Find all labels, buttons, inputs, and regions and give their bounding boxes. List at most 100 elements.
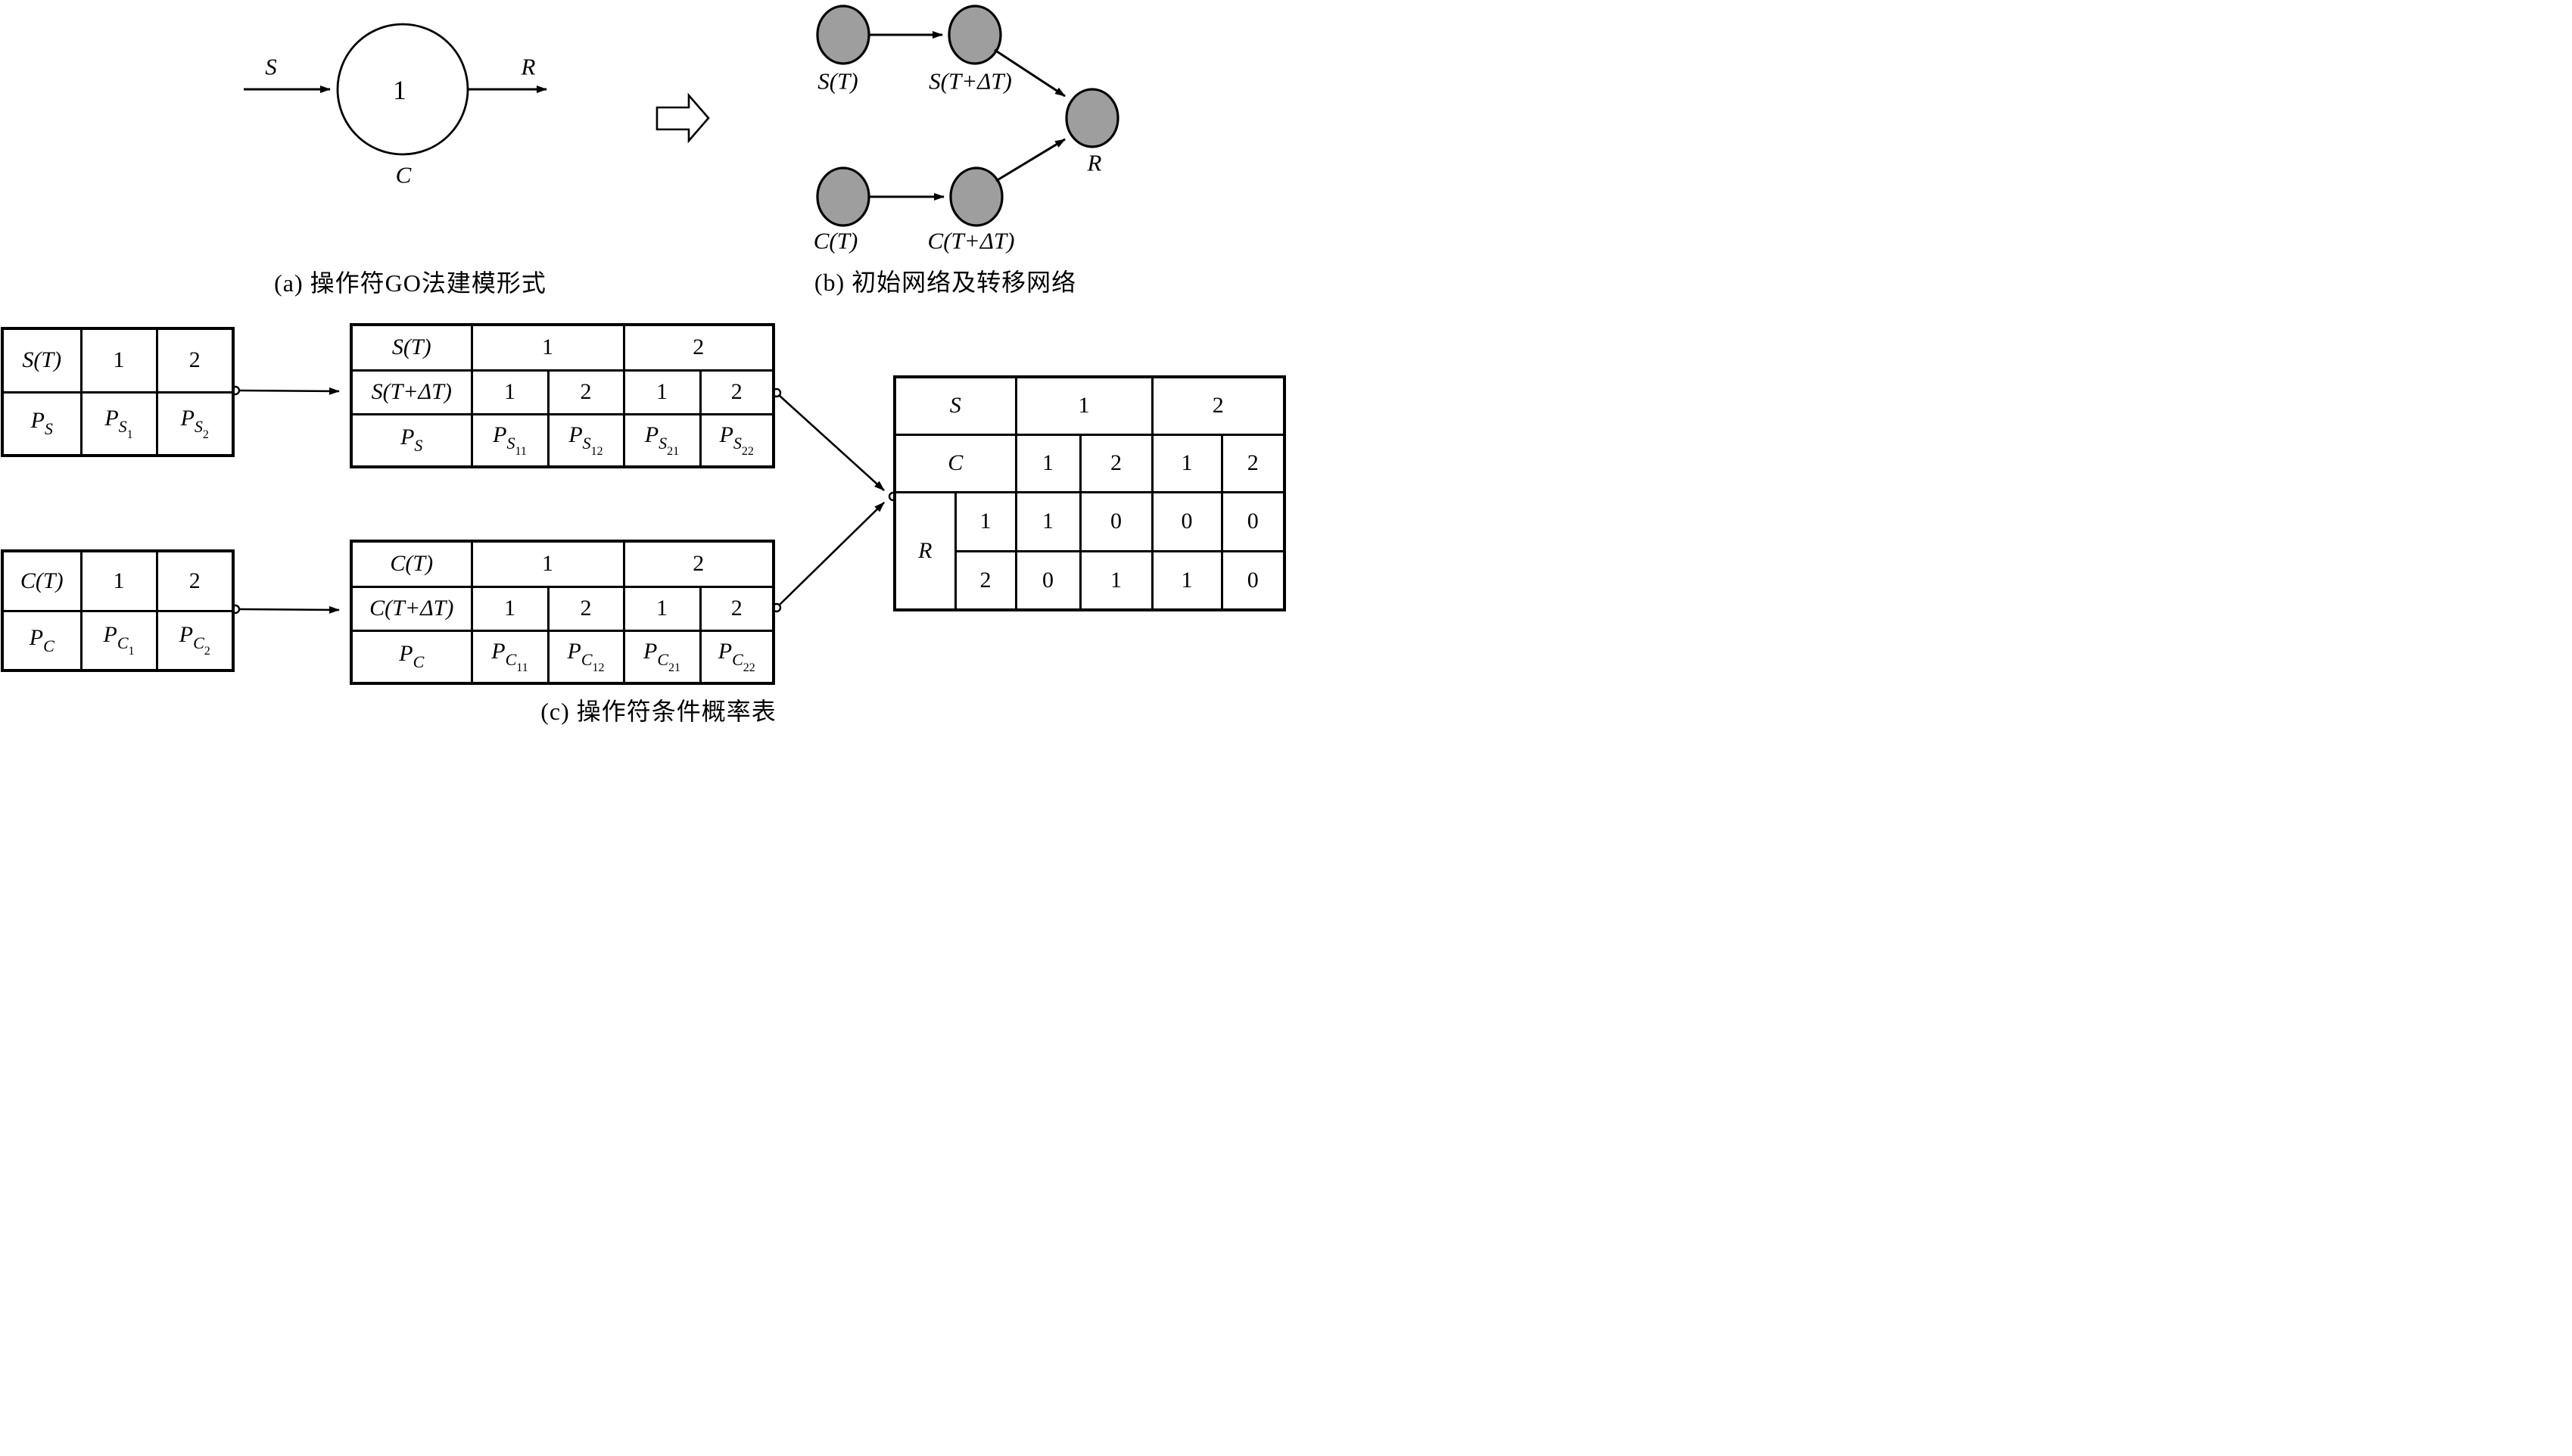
panel-a-input-label: S: [265, 53, 277, 80]
cell-c-prior-p2: PC2: [155, 609, 235, 672]
cell-c-trans-state-1: 1: [470, 540, 625, 588]
cell-s-prior-state-1: 1: [79, 327, 158, 394]
cell-c-trans-var: C(T): [350, 540, 473, 588]
table-row: S(T+ΔT) 1 2 1 2: [350, 369, 775, 415]
table-row: PC PC1 PC2: [1, 609, 235, 672]
node-c-t: [816, 166, 870, 227]
link-c-prior-to-transition: [238, 605, 340, 614]
cell-r-row2-state: 2: [954, 549, 1017, 611]
table-row: R 1 1 0 0 0: [893, 490, 1286, 611]
table-row: S(T) 1 2: [350, 323, 775, 372]
cell-r-row1-state: 1: [954, 490, 1017, 552]
cell-c-trans-p11: PC11: [470, 629, 550, 685]
table-row: PC PC11 PC12 PC21 PC22: [350, 629, 775, 685]
node-label-c-t-dt: C(T+ΔT): [927, 227, 1015, 254]
cell-s-trans-state-2: 2: [622, 323, 775, 372]
node-label-s-t: S(T): [817, 67, 858, 95]
cell-c-prior-state-2: 2: [155, 549, 235, 612]
cell-r-row1-v3: 0: [1151, 490, 1223, 552]
cell-c-trans-next-1: 1: [470, 585, 550, 632]
table-row: PS PS11 PS12 PS21 PS22: [350, 412, 775, 468]
cell-c-trans-p: PC: [350, 629, 473, 685]
cell-r-row1-v2: 0: [1079, 490, 1154, 552]
cell-c-trans-next-3: 1: [622, 585, 702, 632]
table-row: C(T) 1 2: [350, 540, 775, 588]
node-s-t: [816, 5, 870, 65]
diagram-shapes: [230, 5, 1119, 614]
edge-s-to-r: [994, 48, 1066, 98]
panel-a-control-label: C: [395, 161, 412, 188]
panel-a-caption: (a) 操作符GO法建模形式: [274, 269, 546, 297]
cell-c-trans-p21: PC21: [622, 629, 702, 685]
cell-s-trans-p22: PS22: [699, 412, 775, 468]
table-row: S 1 2: [893, 375, 1286, 436]
cell-s-trans-var: S(T): [350, 323, 473, 372]
node-c-t-dt: [949, 166, 1004, 227]
cell-c-trans-next-var: C(T+ΔT): [350, 585, 473, 632]
node-r: [1065, 88, 1119, 148]
cell-r-c-state-4: 2: [1220, 433, 1286, 493]
panel-a-operator-id: 1: [393, 75, 406, 105]
cell-s-prior-p2: PS2: [155, 390, 235, 457]
cell-s-trans-next-2: 2: [546, 369, 625, 415]
cell-r-label: R: [893, 490, 957, 611]
link-c-transition-to-r: [779, 502, 885, 605]
cell-s-trans-next-4: 2: [699, 369, 775, 415]
cell-c-prior-p1: PC1: [79, 609, 158, 672]
cell-s-trans-next-var: S(T+ΔT): [350, 369, 473, 415]
cell-c-trans-next-4: 2: [699, 585, 775, 632]
node-s-t-dt: [948, 5, 1002, 65]
cell-s-trans-next-1: 1: [470, 369, 550, 415]
cell-s-prior-state-2: 2: [155, 327, 235, 394]
cell-r-row2-v2: 1: [1079, 549, 1154, 611]
cell-c-trans-p12: PC12: [546, 629, 625, 685]
cell-r-row1-v1: 1: [1014, 490, 1082, 552]
node-label-r: R: [1087, 149, 1102, 176]
figure-canvas: S R 1 C (a) 操作符GO法建模形式 S(T) S(T+ΔT) C(T)…: [0, 0, 1286, 728]
cell-r-s-state-2: 2: [1151, 375, 1286, 436]
panel-c-caption: (c) 操作符条件概率表: [540, 698, 777, 725]
cell-s-prior-p: PS: [1, 390, 83, 457]
cell-r-row1-v4: 0: [1220, 490, 1286, 552]
node-label-c-t: C(T): [813, 227, 858, 254]
c-transition-table: C(T) 1 2 C(T+ΔT) 1 2 1 2 PC PC11 PC12 PC…: [350, 540, 775, 685]
cell-c-trans-next-2: 2: [546, 585, 625, 632]
cell-c-prior-var: C(T): [1, 549, 83, 612]
table-row: PS PS1 PS2: [1, 390, 235, 457]
s-prior-table: S(T) 1 2 PS PS1 PS2: [1, 327, 235, 457]
c-prior-table: C(T) 1 2 PC PC1 PC2: [1, 549, 235, 672]
table-row: 2 0 1 1 0: [895, 549, 1286, 611]
table-row: C(T) 1 2: [1, 549, 235, 612]
cell-r-s-label: S: [893, 375, 1017, 436]
cell-r-c-state-3: 1: [1151, 433, 1223, 493]
cell-s-prior-var: S(T): [1, 327, 83, 394]
cell-s-trans-p21: PS21: [622, 412, 702, 468]
cell-s-prior-p1: PS1: [79, 390, 158, 457]
cell-s-trans-p: PS: [350, 412, 473, 468]
cell-r-c-state-1: 1: [1014, 433, 1082, 493]
cell-r-row2-v1: 0: [1014, 549, 1082, 611]
cell-s-trans-state-1: 1: [470, 323, 625, 372]
transform-arrow-icon: [655, 92, 710, 144]
r-output-table: S 1 2 C 1 2 1 2 R 1 1 0 0 0 2 0 1 1 0: [893, 375, 1286, 611]
cell-c-prior-state-1: 1: [79, 549, 158, 612]
cell-r-row2-v3: 1: [1151, 549, 1223, 611]
cell-c-trans-p22: PC22: [699, 629, 775, 685]
cell-c-prior-p: PC: [1, 609, 83, 672]
cell-r-row2-v4: 0: [1220, 549, 1286, 611]
table-row: S(T) 1 2: [1, 327, 235, 394]
edge-c-to-r: [995, 138, 1066, 182]
table-row: C(T+ΔT) 1 2 1 2: [350, 585, 775, 632]
cell-c-trans-state-2: 2: [622, 540, 775, 588]
cell-s-trans-next-3: 1: [622, 369, 702, 415]
panel-a-output-label: R: [521, 53, 536, 80]
link-s-transition-to-r: [779, 395, 885, 491]
cell-r-c-state-2: 2: [1079, 433, 1154, 493]
node-label-s-t-dt: S(T+ΔT): [929, 67, 1012, 95]
s-transition-table: S(T) 1 2 S(T+ΔT) 1 2 1 2 PS PS11 PS12 PS…: [350, 323, 775, 468]
cell-s-trans-p12: PS12: [546, 412, 625, 468]
link-s-prior-to-transition: [238, 387, 340, 395]
table-row: C 1 2 1 2: [893, 433, 1286, 493]
cell-r-c-label: C: [893, 433, 1017, 493]
panel-b-caption: (b) 初始网络及转移网络: [814, 269, 1077, 296]
